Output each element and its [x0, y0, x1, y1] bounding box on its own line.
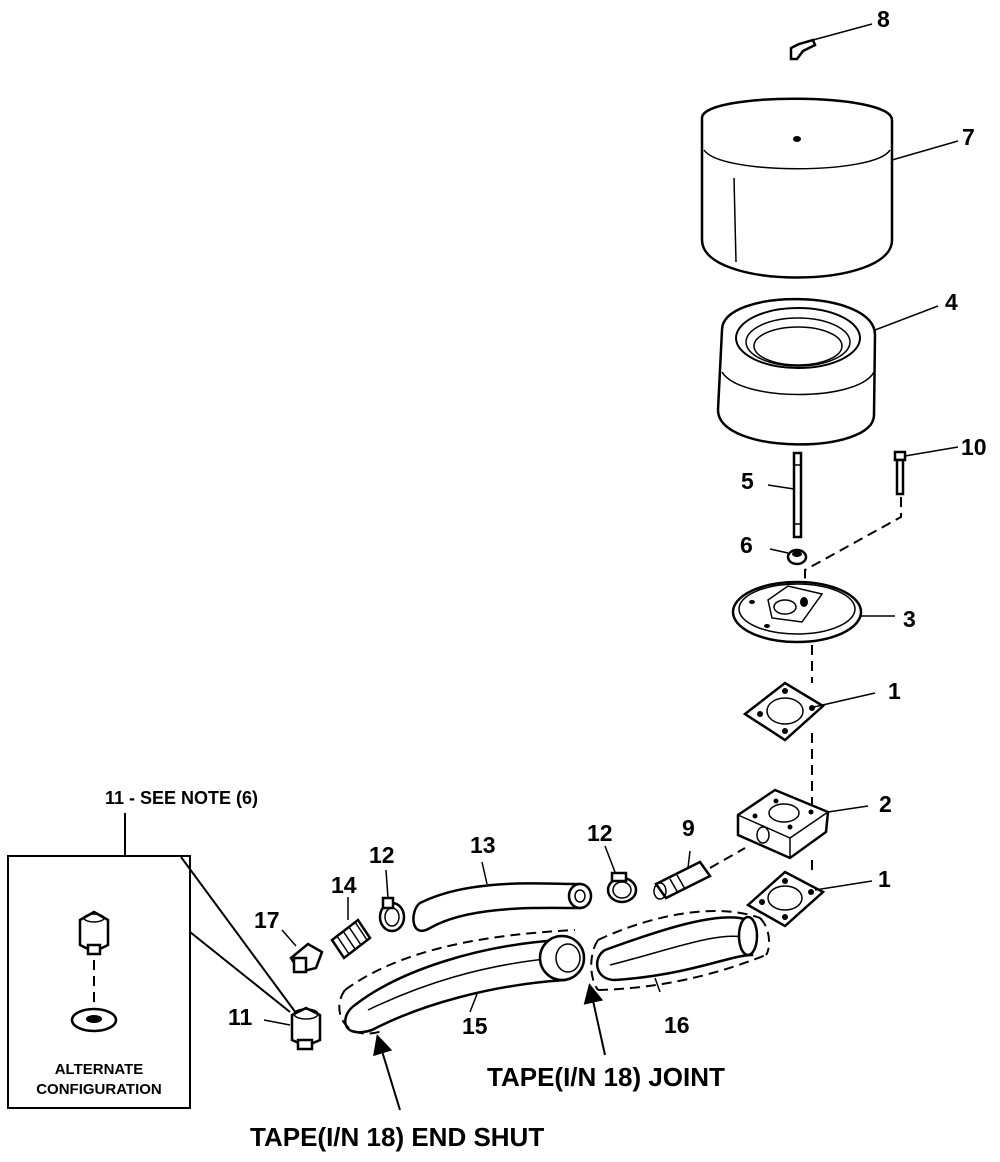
callout-11: 11: [228, 1004, 253, 1030]
hose-clamp-right-part: [604, 845, 638, 904]
alternate-configuration-inset: [7, 813, 297, 1109]
callout-14: 14: [331, 872, 357, 898]
hose-16-part: [590, 909, 771, 993]
callout-16: 16: [664, 1012, 690, 1038]
adapter-block-part: [736, 788, 869, 860]
gasket-lower-part: [745, 870, 873, 928]
stud-part: [767, 451, 803, 539]
tape-joint-note: TAPE(I/N 18) JOINT: [487, 1062, 725, 1092]
callout-3: 3: [903, 606, 916, 632]
bushing-part: [263, 1006, 322, 1051]
callout-17: 17: [254, 907, 280, 933]
wing-nut-part: [789, 23, 873, 61]
spring-part: [330, 897, 372, 960]
callout-2: 2: [879, 791, 892, 817]
alternate-label-line1: ALTERNATE: [55, 1061, 144, 1078]
callout-13: 13: [470, 832, 496, 858]
tape-end-note: TAPE(I/N 18) END SHUT: [250, 1122, 544, 1152]
callout-7: 7: [962, 124, 975, 150]
air-cleaner-cover-part: [700, 97, 959, 279]
tape-joint-arrow: [583, 983, 606, 1056]
alternate-label-line2: CONFIGURATION: [36, 1081, 162, 1098]
callout-1-lower: 1: [878, 866, 891, 892]
callout-8: 8: [877, 6, 890, 32]
callout-15: 15: [462, 1013, 488, 1039]
callout-9: 9: [682, 815, 695, 841]
callout-10: 10: [961, 434, 987, 460]
tape-end-arrow: [373, 1034, 401, 1111]
hose-clamp-left-part: [378, 869, 406, 933]
fitting-17-part: [281, 929, 324, 974]
bolt-part: [804, 446, 959, 585]
callout-4: 4: [945, 289, 958, 315]
callout-6: 6: [740, 532, 753, 558]
callout-12-left: 12: [369, 842, 395, 868]
callout-5: 5: [741, 468, 754, 494]
base-plate-part: [731, 580, 895, 644]
gasket-upper-part: [742, 681, 876, 742]
filter-element-part: [716, 297, 939, 446]
hose-curved-part: [338, 929, 586, 1035]
nut-part: [769, 548, 808, 566]
callout-1-upper: 1: [888, 678, 901, 704]
elbow-fitting-part: [653, 847, 746, 900]
hose-short-part: [412, 861, 593, 932]
see-note-label: 11 - SEE NOTE (6): [105, 788, 258, 808]
callout-12-right: 12: [587, 820, 613, 846]
